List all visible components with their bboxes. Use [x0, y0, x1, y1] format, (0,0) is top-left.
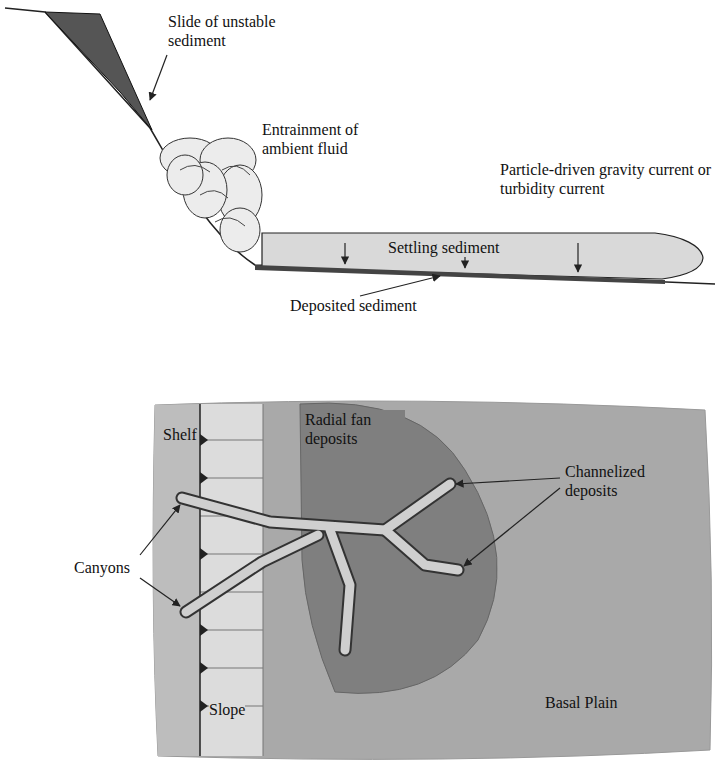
region-label: Slope [209, 700, 245, 719]
current-label: Particle-driven gravity current or turbi… [500, 160, 715, 198]
deposit-label: Deposited sediment [290, 296, 417, 315]
slide-label: Slide of unstable sediment [168, 12, 288, 50]
callout-label: Canyons [74, 558, 130, 577]
callout-label: Channelized deposits [565, 462, 675, 500]
settling-label: Settling sediment [388, 238, 500, 257]
entrainment-label: Entrainment of ambient fluid [262, 120, 392, 158]
region-label: Basal Plain [545, 693, 617, 712]
region-label: Radial fan deposits [305, 410, 405, 448]
region-label: Shelf [163, 425, 197, 444]
